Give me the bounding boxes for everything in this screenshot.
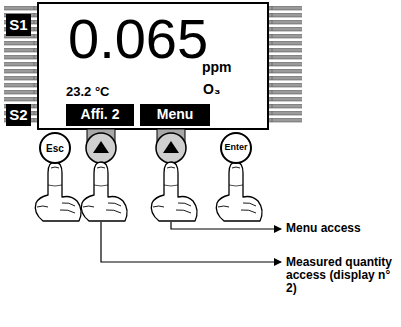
- fins-left: [4, 6, 38, 125]
- esc-button: Esc: [39, 132, 71, 164]
- quantity-label: O₃: [203, 82, 220, 97]
- button-text: Affi. 2: [81, 107, 120, 122]
- annotation: Measured quantity access (display n° 2): [286, 256, 398, 296]
- pressing-hand: [216, 162, 262, 221]
- button-text: Enter: [224, 143, 247, 153]
- button-text: Esc: [46, 143, 64, 154]
- unit-label: ppm: [202, 60, 232, 75]
- leader-arrow: [101, 222, 281, 262]
- measured-value: 0.065: [68, 8, 208, 70]
- leader-arrow: [171, 222, 281, 229]
- softkey-label: Menu: [140, 104, 210, 126]
- button-text: S1: [9, 17, 27, 34]
- temperature-label: 23.2 °C: [66, 85, 110, 99]
- sensor-tag: S2: [6, 104, 31, 126]
- soft-key: [156, 129, 186, 163]
- button-text: Menu: [157, 107, 194, 122]
- pressing-hand: [151, 162, 197, 221]
- display-screen: [38, 3, 268, 129]
- annotation: Menu access: [286, 222, 361, 235]
- pressing-hand: [81, 162, 127, 221]
- pressing-hand: [35, 162, 81, 221]
- enter-button: Enter: [220, 132, 252, 164]
- fins-right: [268, 6, 302, 125]
- softkey-label: Affi. 2: [66, 104, 134, 126]
- soft-key: [86, 129, 116, 163]
- sensor-tag: S1: [6, 14, 31, 36]
- button-text: S2: [9, 107, 27, 124]
